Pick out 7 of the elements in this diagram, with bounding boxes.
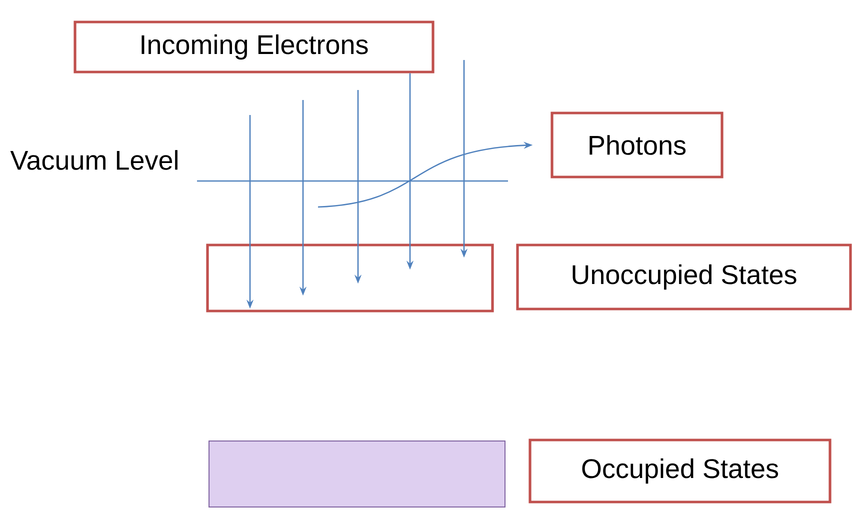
energy-band-box — [206, 244, 494, 312]
label-box: Occupied States — [528, 438, 832, 504]
label-box: Incoming Electrons — [74, 20, 434, 74]
filled-band-bar — [208, 440, 506, 508]
label-box: Unoccupied States — [516, 244, 852, 310]
label-box: Photons — [550, 112, 724, 178]
vacuum-level-label: Vacuum Level — [10, 150, 178, 170]
